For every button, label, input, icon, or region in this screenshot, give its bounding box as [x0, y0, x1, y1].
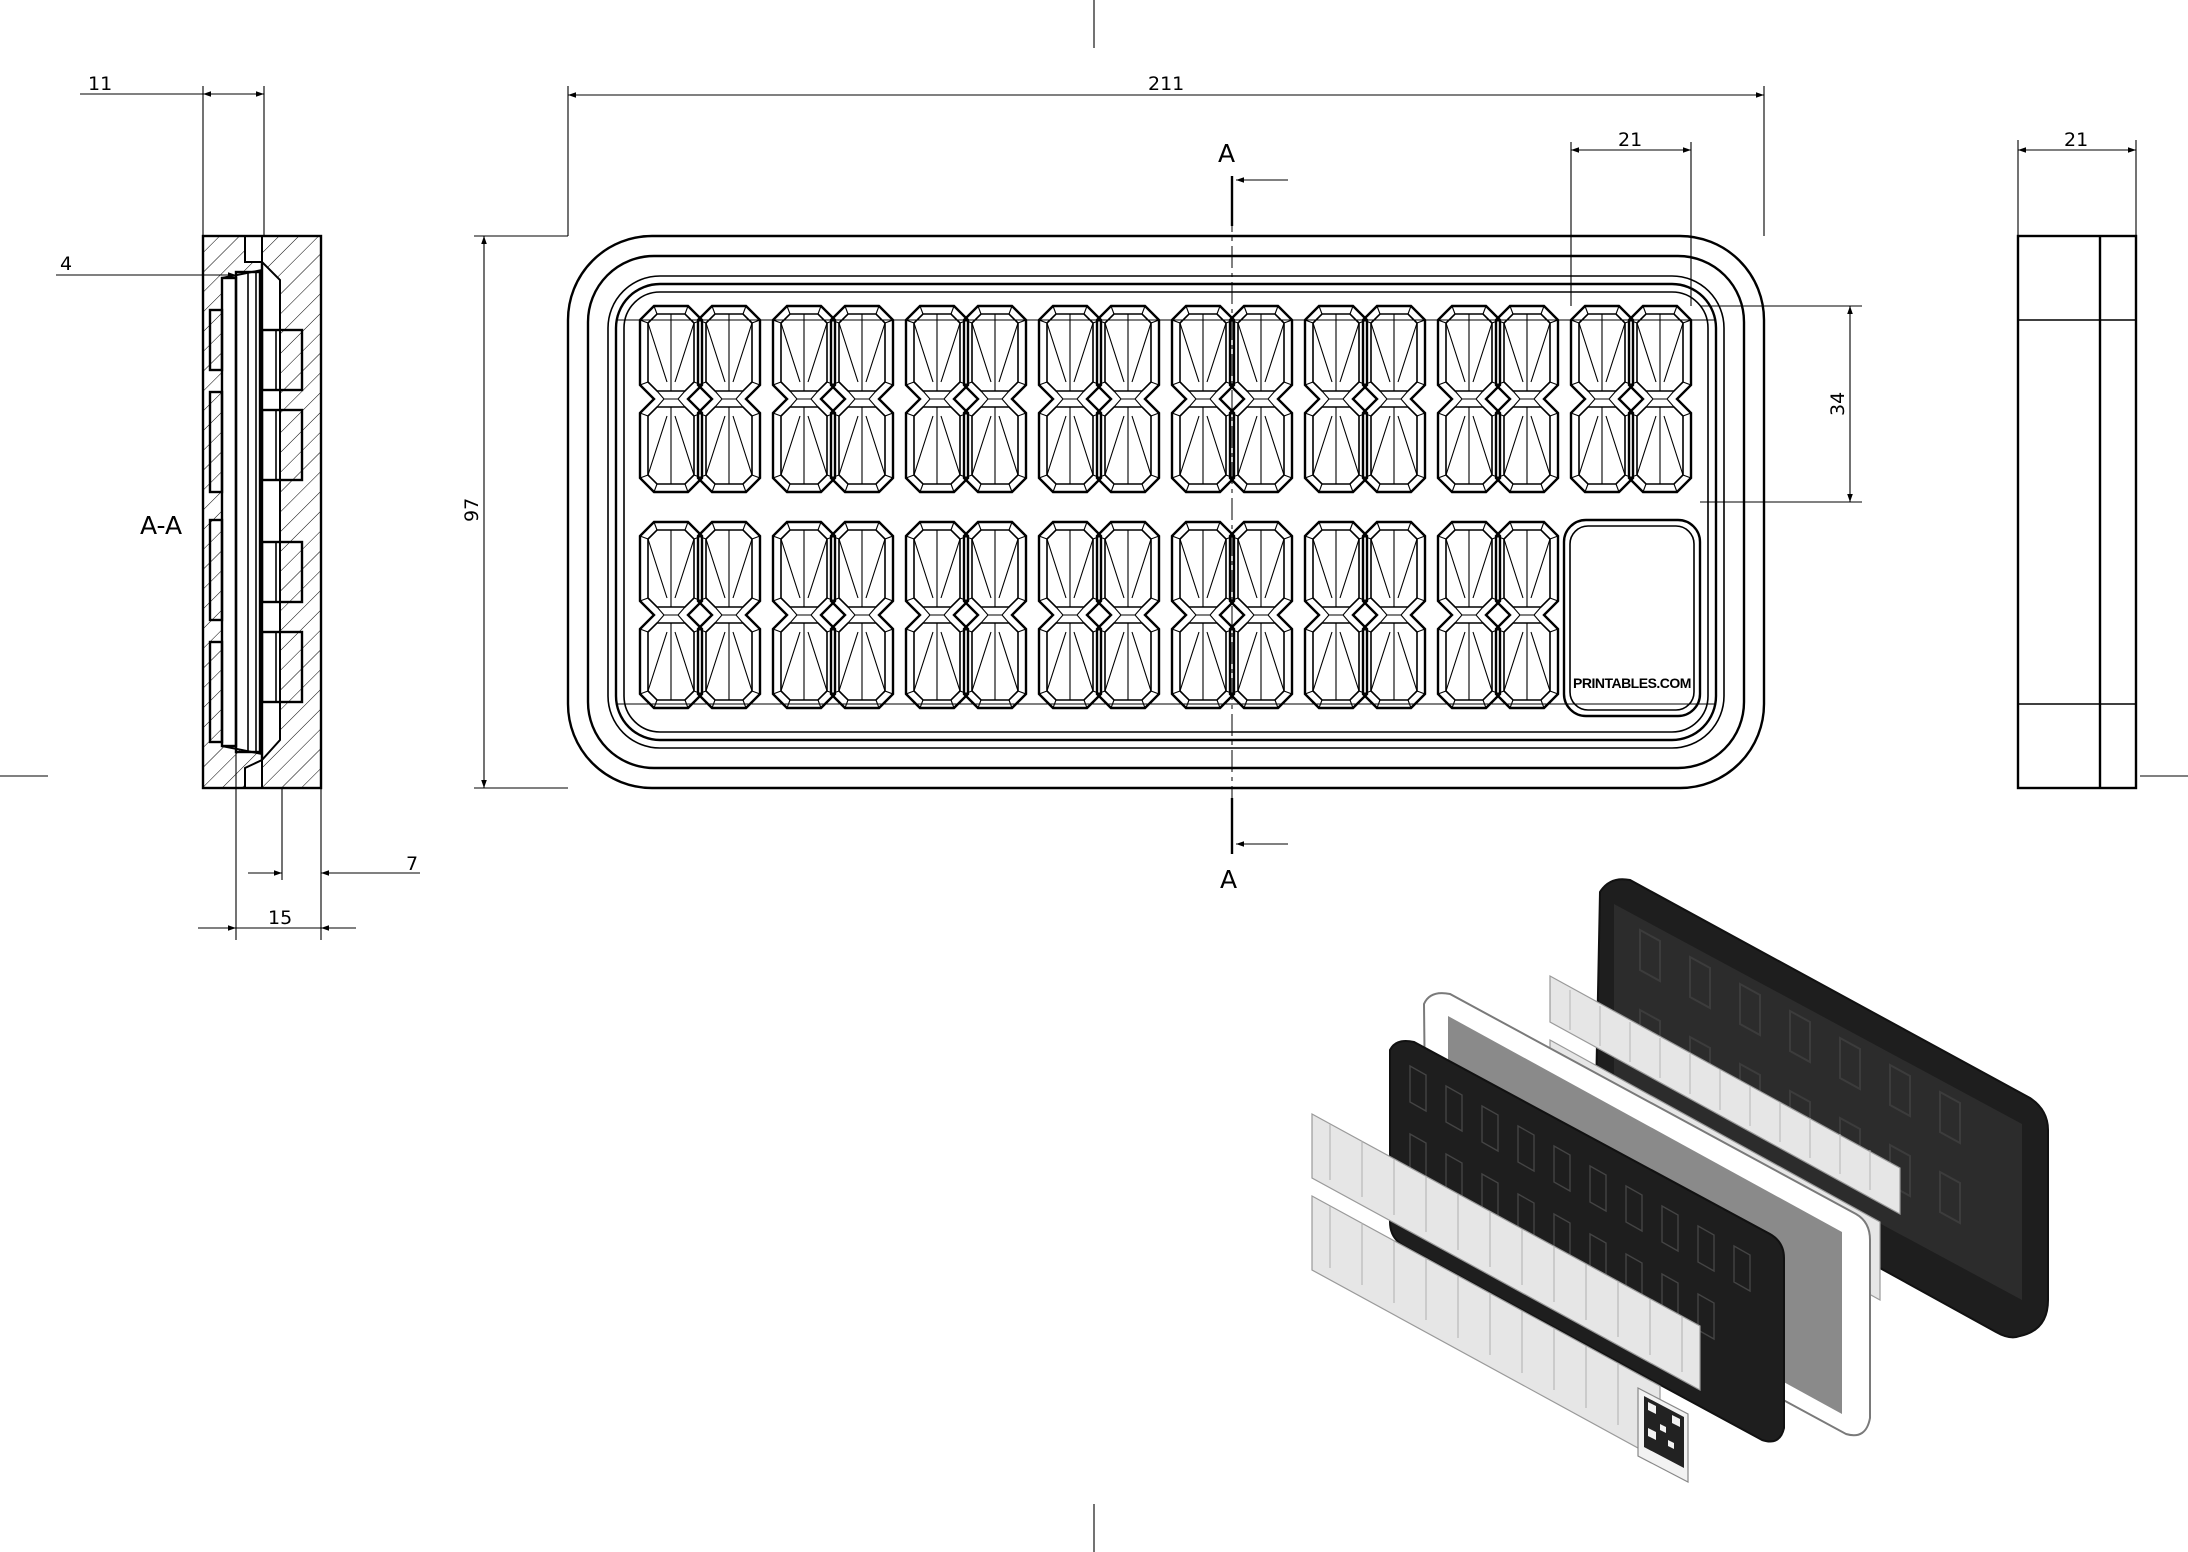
section-dimensions: 11 4 7 15 A-A: [56, 73, 420, 940]
dim-211: 211: [1148, 73, 1184, 95]
dim-21-side: 21: [2064, 129, 2088, 151]
logo-pocket: PRINTABLES.COM: [1562, 518, 1702, 718]
qr-tile: [1637, 1387, 1689, 1483]
front-digit-tiles: [1311, 1112, 1701, 1462]
dim-21-digit: 21: [1618, 129, 1642, 151]
section-blocks-left: [208, 308, 224, 744]
dim-15: 15: [268, 907, 292, 929]
section-blocks-right: [260, 328, 304, 704]
dim-34: 34: [1827, 392, 1849, 416]
section-view-label: A-A: [140, 511, 182, 540]
dim-4: 4: [60, 253, 72, 275]
exploded-isometric-render: [1311, 878, 2049, 1483]
section-cut-markers: A A: [1218, 139, 1288, 894]
printables-logo: PRINTABLES.COM: [1573, 675, 1691, 691]
digit-row-1: [640, 306, 1691, 492]
dim-11: 11: [88, 73, 112, 95]
dim-7: 7: [406, 853, 418, 875]
section-marker-top: A: [1218, 139, 1235, 168]
dim-97: 97: [461, 498, 483, 522]
front-dimensions: 211 21 97 34: [461, 73, 1862, 789]
digit-row-2: [640, 522, 1558, 708]
right-side-view: 21: [2016, 129, 2138, 790]
section-view-a-a: [201, 234, 323, 790]
front-digit-detail: [1329, 1124, 1683, 1425]
section-marker-bottom: A: [1220, 865, 1237, 894]
front-view: PRINTABLES.COM: [566, 210, 1766, 820]
